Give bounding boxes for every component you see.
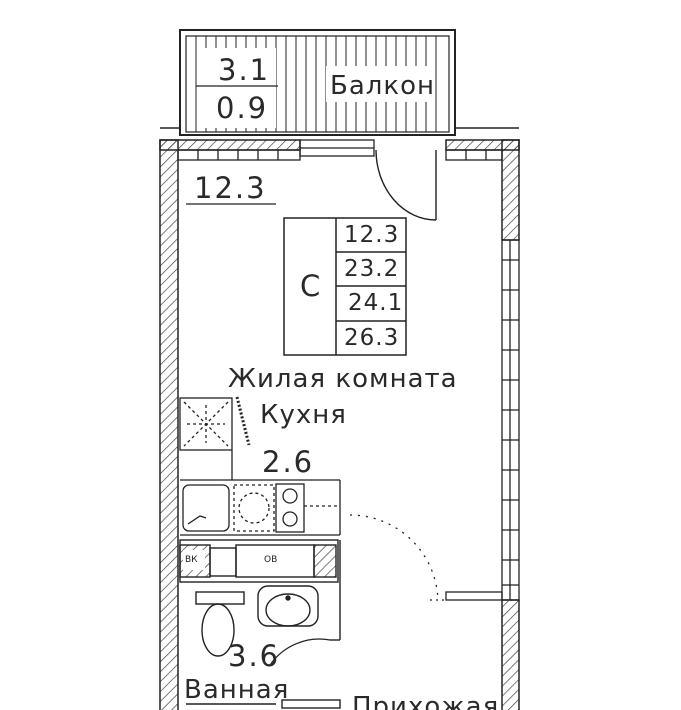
bathroom-label: Ванная <box>184 675 290 705</box>
utility-shaft <box>179 539 339 583</box>
kitchen-area: 2.6 <box>262 445 315 479</box>
summary-value-1: 12.3 <box>344 222 400 248</box>
balcony-window <box>177 139 503 161</box>
ventilation-label: ОВ <box>264 555 278 565</box>
balcony-label: Балкон <box>330 71 435 101</box>
kitchen-label: Кухня <box>260 400 347 430</box>
outer-walls <box>159 127 520 710</box>
balcony-area-total: 3.1 <box>218 53 271 87</box>
living-room-area: 12.3 <box>194 171 267 205</box>
balcony <box>179 29 456 136</box>
entry-door <box>281 699 341 709</box>
kitchen <box>179 396 341 536</box>
bathroom <box>186 540 341 705</box>
balcony-area-reduced: 0.9 <box>216 91 269 125</box>
right-window-panel <box>501 239 520 601</box>
hallway-label: Прихожая <box>352 692 500 710</box>
summary-type-label: С <box>300 269 323 303</box>
balcony-door <box>375 149 437 221</box>
summary-table-frame <box>283 217 407 356</box>
hallway-door <box>349 514 503 601</box>
summary-value-4: 26.3 <box>344 325 400 351</box>
summary-value-2: 23.2 <box>344 256 400 282</box>
water-riser-label: ВК <box>185 555 198 565</box>
bathroom-area: 3.6 <box>228 639 281 673</box>
summary-value-3: 24.1 <box>348 290 404 316</box>
living-room-label: Жилая комната <box>228 364 458 394</box>
